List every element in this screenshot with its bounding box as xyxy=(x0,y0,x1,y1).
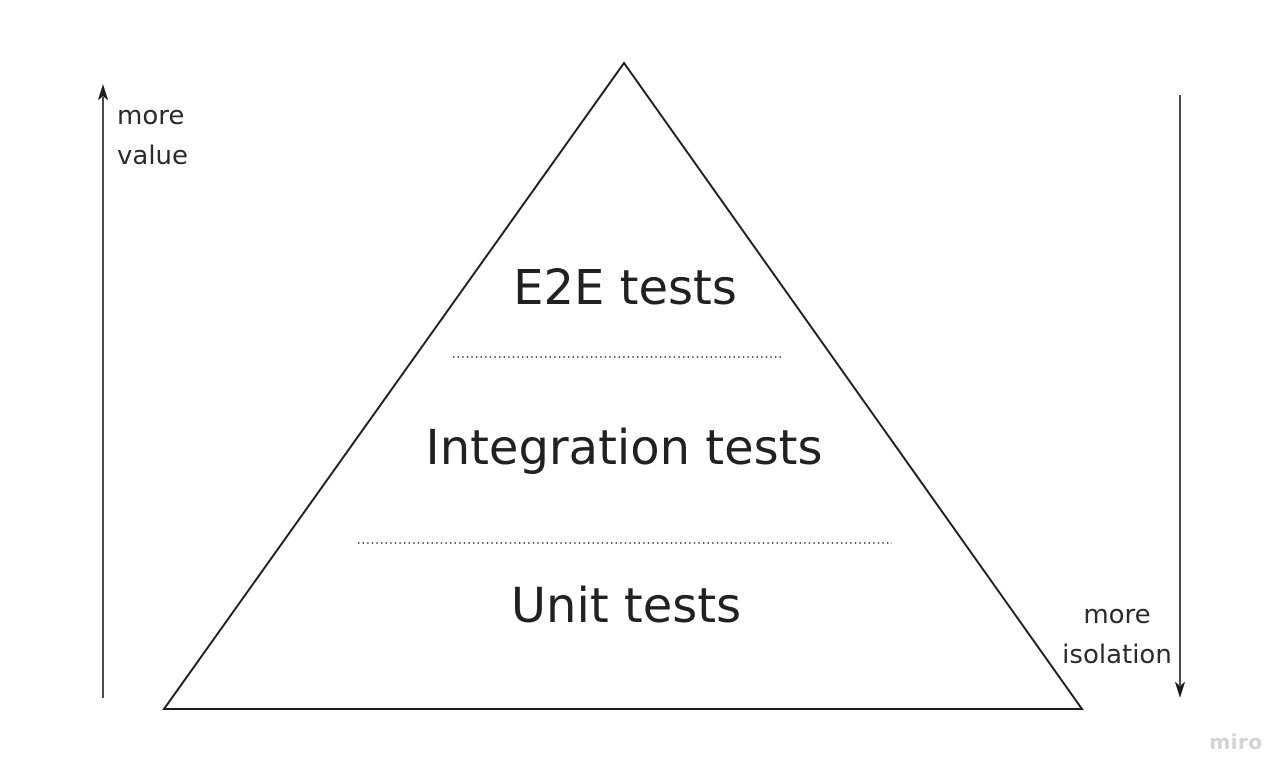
pyramid-outline-shape xyxy=(162,61,1084,710)
right-axis-label-line2: isolation xyxy=(1062,640,1172,670)
right-axis-label-line1: more xyxy=(1083,600,1151,630)
value-axis-arrow-up xyxy=(97,84,109,698)
left-axis-label-line2: value xyxy=(117,141,189,171)
right-axis-label: more isolation xyxy=(1062,595,1172,675)
tier-label-e2e-tests: E2E tests xyxy=(513,260,737,316)
tier-label-unit-tests: Unit tests xyxy=(510,578,742,634)
left-axis-label: more value xyxy=(117,96,188,176)
arrow-down-head-icon xyxy=(1174,681,1186,698)
miro-watermark-logo[interactable]: miro xyxy=(1209,730,1263,754)
left-axis-label-line1: more xyxy=(117,101,185,131)
tier-label-integration-tests: Integration tests xyxy=(425,420,823,476)
isolation-axis-arrow-down xyxy=(1174,95,1186,698)
arrow-up-head-icon xyxy=(97,84,109,101)
